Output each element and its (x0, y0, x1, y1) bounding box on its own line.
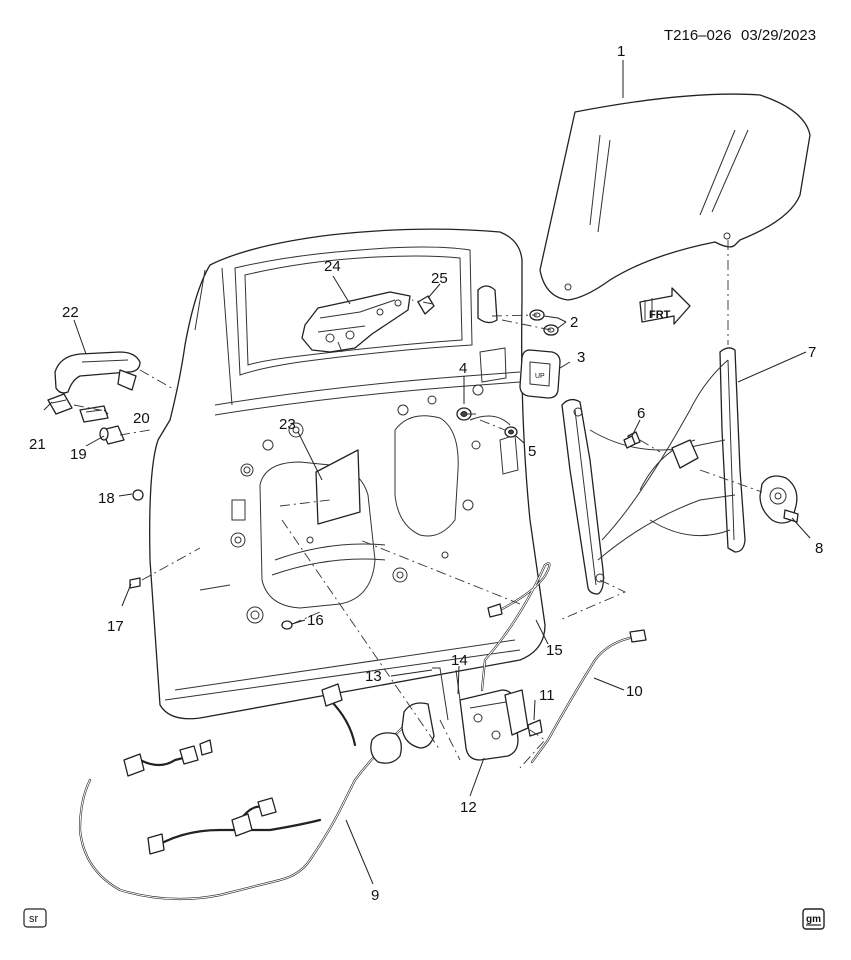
callout-5: 5 (528, 443, 536, 460)
callout-23: 23 (279, 416, 296, 433)
seal-ring (132, 489, 144, 501)
callout-10: 10 (626, 683, 643, 700)
sr-badge: sr (23, 908, 47, 928)
callout-12: 12 (460, 799, 477, 816)
callout-20: 20 (133, 410, 150, 427)
inside-handle-cable (480, 562, 551, 692)
handle-cap (79, 405, 109, 423)
callout-16: 16 (307, 612, 324, 629)
callout-17: 17 (107, 618, 124, 635)
callout-1: 1 (617, 43, 625, 60)
callout-21: 21 (29, 436, 46, 453)
latch-screw (527, 719, 543, 737)
door-latch (459, 689, 529, 761)
svg-text:UP: UP (535, 373, 545, 380)
callout-15: 15 (546, 642, 563, 659)
callout-2: 2 (570, 314, 578, 331)
callout-9: 9 (371, 887, 379, 904)
callout-22: 22 (62, 304, 79, 321)
outside-handle-cable (530, 629, 647, 764)
callout-19: 19 (70, 446, 87, 463)
lock-rod (432, 667, 449, 721)
outside-door-handle (54, 351, 141, 394)
small-plug (504, 426, 518, 438)
gm-logo: gm (802, 908, 825, 930)
callout-14: 14 (451, 652, 468, 669)
handle-clip (417, 295, 435, 315)
diagram-date: 03/29/2023 (741, 27, 816, 44)
leader-lines (43, 60, 811, 885)
access-hole-cover: UP (519, 349, 561, 399)
outside-handle-bracket (301, 291, 411, 353)
callout-8: 8 (815, 540, 823, 557)
callout-11: 11 (539, 687, 555, 704)
frt-label: FRT (649, 309, 671, 321)
callout-labels: 1 2 3 4 5 6 7 8 9 10 11 12 13 14 15 16 1… (29, 43, 823, 904)
callout-4: 4 (459, 360, 467, 377)
sr-badge-label: sr (29, 913, 39, 925)
window-regulator (561, 347, 746, 595)
water-deflector (315, 449, 361, 525)
front-direction-arrow: FRT (639, 287, 691, 325)
callout-24: 24 (324, 258, 341, 275)
lock-cylinder (99, 425, 125, 445)
door-glass (539, 93, 811, 301)
callout-13: 13 (365, 668, 382, 685)
callout-3: 3 (577, 349, 585, 366)
callout-18: 18 (98, 490, 115, 507)
door-grommet (281, 620, 293, 630)
regulator-bolt (623, 435, 636, 449)
gm-logo-label: gm (806, 914, 821, 925)
alignment-lines (73, 240, 763, 769)
callout-6: 6 (637, 405, 645, 422)
callout-7: 7 (808, 344, 816, 361)
hinge-grommets (529, 309, 559, 336)
door-bolt (129, 577, 141, 589)
regulator-motor (759, 475, 799, 524)
callout-25: 25 (431, 270, 448, 287)
door-wiring-harness (78, 683, 435, 901)
handle-bezel (47, 393, 73, 415)
diagram-code: T216–026 (664, 27, 732, 44)
